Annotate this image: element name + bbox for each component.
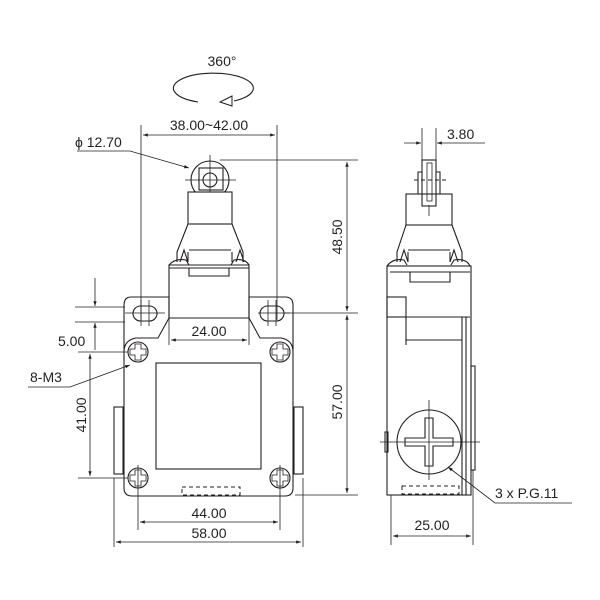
dimension-body-width: 58.00 xyxy=(113,478,304,547)
roller-side xyxy=(421,159,437,207)
screw-icon xyxy=(127,341,149,363)
dimension-screw-horizontal: 44.00 xyxy=(137,465,281,530)
conduit-entry xyxy=(380,400,480,480)
dimension-text: 44.00 xyxy=(191,505,226,521)
dimension-text: 24.00 xyxy=(191,323,226,339)
dimension-head-height: 48.50 xyxy=(220,159,358,314)
switch-body xyxy=(123,296,294,497)
bottom-dashed-feature xyxy=(181,486,241,496)
rotation-arrow-icon xyxy=(218,95,233,107)
roller-bracket xyxy=(198,167,224,191)
dimension-head-width: 24.00 xyxy=(168,318,250,345)
cross-icon xyxy=(404,417,454,467)
dimension-text: 38.00~42.00 xyxy=(170,117,248,133)
conduit-callout: 3 x P.G.11 xyxy=(447,466,572,504)
mounting-slot-right xyxy=(258,300,290,326)
rotation-indicator: 360° xyxy=(172,53,254,107)
dimension-text: 3.80 xyxy=(447,126,474,142)
dimension-text: 57.00 xyxy=(329,384,345,419)
front-view: 38.00~42.00 ϕ 12.70 48.50 57.00 24.00 xyxy=(28,117,358,547)
side-tab xyxy=(470,365,476,471)
dimension-roller-spacing: 38.00~42.00 xyxy=(140,117,278,320)
side-tab-left xyxy=(113,406,124,475)
dimension-text: ϕ 12.70 xyxy=(75,134,122,150)
cover-window xyxy=(155,362,262,470)
dimension-text: 58.00 xyxy=(191,525,226,541)
switch-head xyxy=(168,264,250,319)
callout-text: 8-M3 xyxy=(30,369,62,385)
screw-icon xyxy=(269,341,291,363)
screw-callout: 8-M3 xyxy=(28,364,131,388)
mounting-slot-left xyxy=(125,300,165,326)
dimension-text: 48.50 xyxy=(329,219,345,254)
dimension-body-height: 57.00 xyxy=(295,315,358,496)
dimension-roller-diameter: ϕ 12.70 xyxy=(75,134,190,169)
dimension-roller-width: 3.80 xyxy=(404,126,485,160)
rotation-arc xyxy=(172,72,254,103)
callout-text: 3 x P.G.11 xyxy=(495,485,559,501)
rotation-label: 360° xyxy=(208,53,237,69)
dimension-text: 25.00 xyxy=(414,517,449,533)
dimension-body-depth: 25.00 xyxy=(390,470,474,545)
dimension-text: 41.00 xyxy=(73,397,89,432)
dimension-text: 5.00 xyxy=(58,333,85,349)
side-tab-right xyxy=(293,406,304,475)
dimension-screw-vertical: 41.00 xyxy=(73,351,128,479)
dimension-slot-offset: 5.00 xyxy=(58,278,125,350)
plunger xyxy=(187,191,233,225)
bottom-dashed-feature xyxy=(401,485,460,495)
side-view: 3.80 3 x P.G.11 25.00 xyxy=(380,126,572,545)
head-cone xyxy=(176,223,244,262)
